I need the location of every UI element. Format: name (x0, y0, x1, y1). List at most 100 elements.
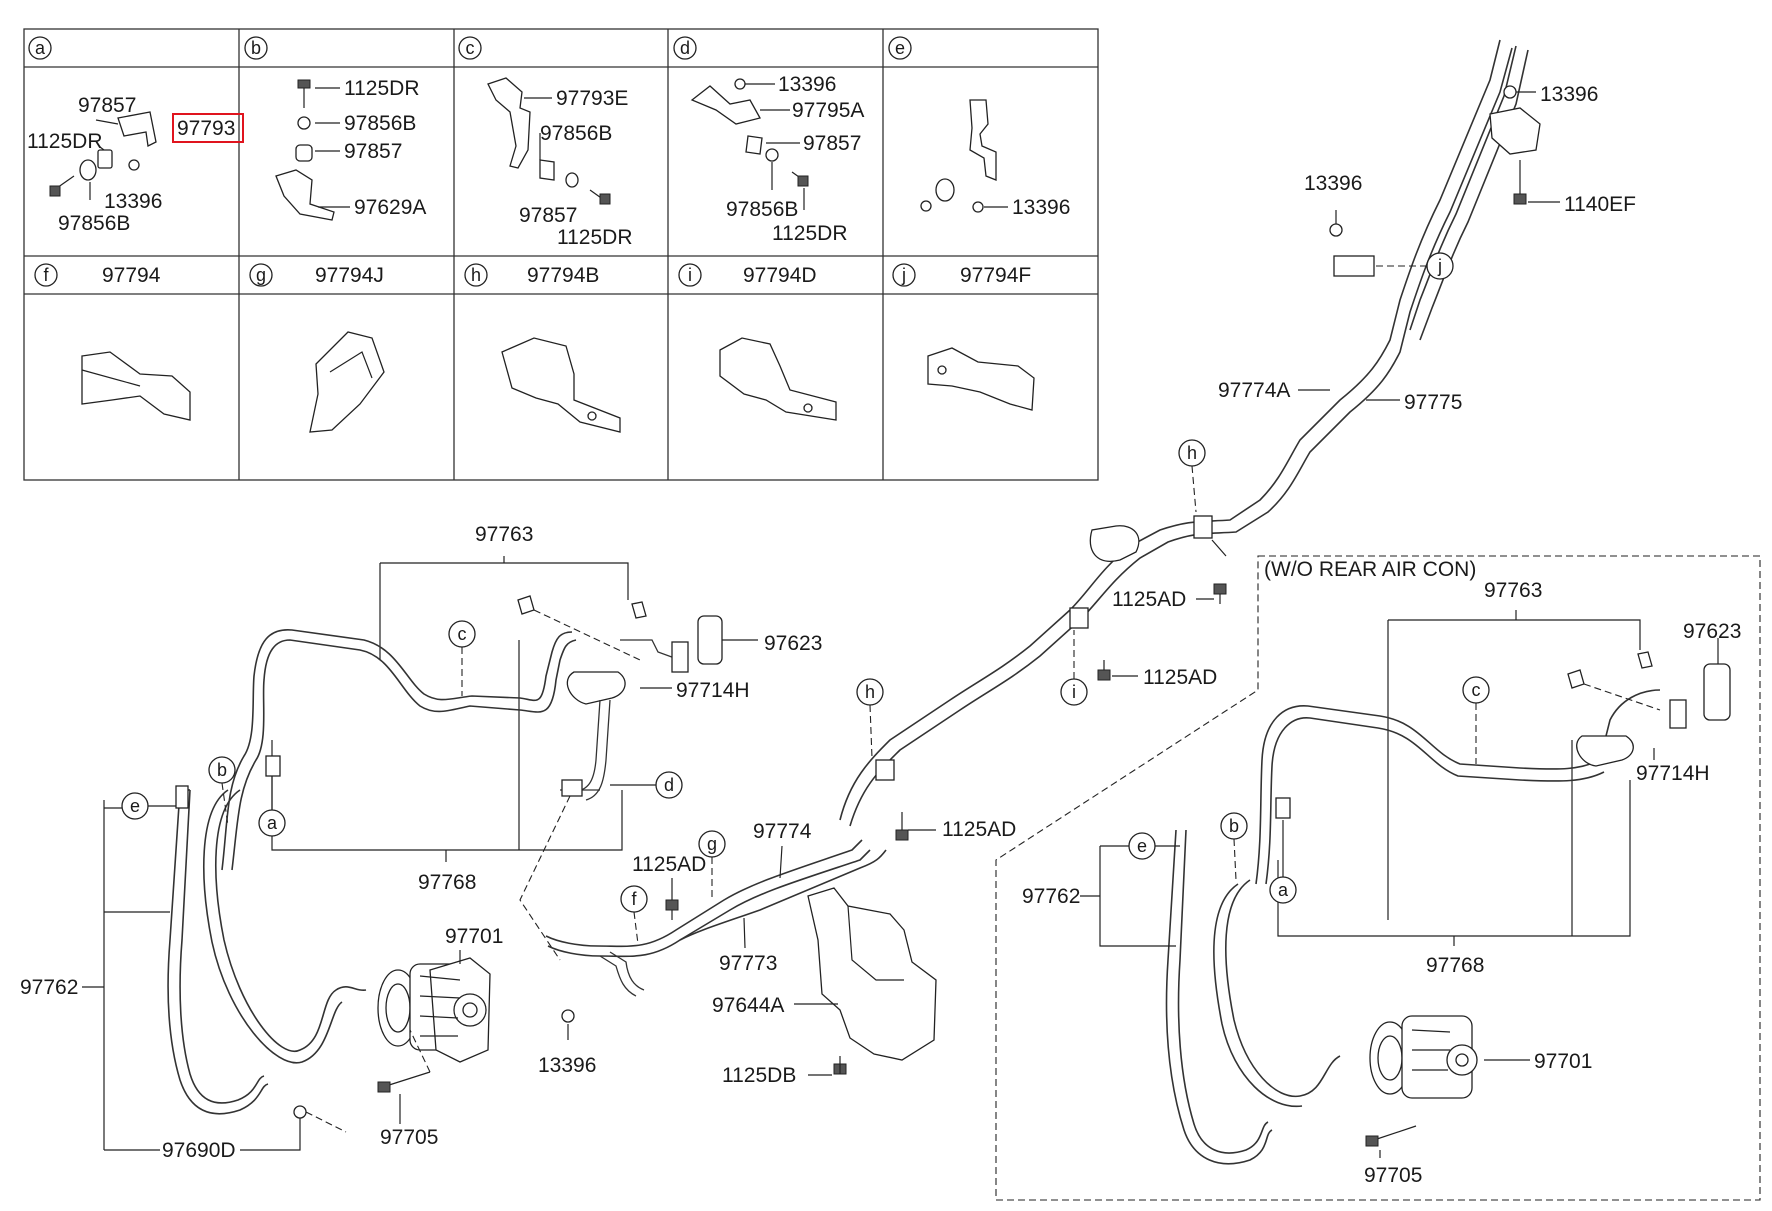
svg-text:97774A: 97774A (1218, 379, 1290, 402)
callout-c-inset: c (1462, 676, 1490, 704)
svg-text:e: e (895, 38, 905, 58)
svg-text:97857: 97857 (344, 140, 402, 163)
svg-text:g: g (256, 265, 266, 285)
svg-text:13396: 13396 (1540, 83, 1598, 106)
svg-text:97629A: 97629A (354, 196, 426, 219)
compressor-97701 (377, 957, 491, 1063)
svg-text:h: h (1187, 443, 1197, 463)
callout-j-main: j (1426, 252, 1454, 280)
callout-d-main: d (655, 771, 683, 799)
svg-text:g: g (707, 834, 717, 854)
callout-a-main: a (258, 809, 286, 837)
svg-text:97795A: 97795A (792, 99, 864, 122)
svg-text:13396: 13396 (1304, 172, 1362, 195)
grid-header-d: d (673, 36, 697, 60)
svg-text:13396: 13396 (538, 1054, 596, 1077)
svg-text:1125AD: 1125AD (1112, 588, 1186, 611)
svg-text:97701: 97701 (445, 925, 503, 948)
cell-b: 1125DR 97856B 97857 97629A (275, 77, 426, 221)
svg-text:c: c (458, 624, 467, 644)
svg-text:97714H: 97714H (676, 679, 750, 702)
svg-text:97763: 97763 (1484, 579, 1542, 602)
svg-text:97793E: 97793E (556, 87, 628, 110)
svg-text:97623: 97623 (764, 632, 822, 655)
svg-text:1125DR: 1125DR (344, 77, 420, 100)
svg-text:97775: 97775 (1404, 391, 1462, 414)
svg-text:97856B: 97856B (540, 122, 612, 145)
cell-c: 97793E 97856B 97857 1125DR (487, 77, 633, 249)
svg-text:97690D: 97690D (162, 1139, 236, 1162)
callout-e-inset: e (1128, 832, 1156, 860)
main-assembly: 97763 97768 97701 97705 (20, 39, 1636, 1162)
svg-text:97623: 97623 (1683, 620, 1741, 643)
grid-header-c: c (458, 36, 482, 60)
svg-text:e: e (1137, 836, 1147, 856)
svg-text:97856B: 97856B (726, 198, 798, 221)
highlight-97793 (172, 113, 244, 143)
svg-text:i: i (688, 265, 692, 285)
cell-i-clip (719, 337, 837, 421)
svg-text:13396: 13396 (104, 190, 162, 213)
callout-c-main: c (448, 620, 476, 648)
callout-b-inset: b (1220, 812, 1248, 840)
svg-text:f: f (631, 889, 637, 909)
svg-text:97857: 97857 (78, 94, 136, 117)
grid-header-a: a (28, 36, 52, 60)
grid-header-f: f 97794 (34, 263, 161, 287)
svg-text:f: f (43, 265, 49, 285)
callout-i-main: i (1060, 678, 1088, 706)
cell-f-clip (81, 351, 191, 421)
grid-header-j: j 97794F (892, 263, 1031, 287)
svg-text:97705: 97705 (380, 1126, 438, 1149)
svg-text:1125AD: 1125AD (1143, 666, 1217, 689)
callout-h-upper: h (1178, 439, 1206, 467)
grid-header-i: i 97794D (678, 263, 817, 287)
svg-text:(W/O REAR AIR CON): (W/O REAR AIR CON) (1264, 558, 1476, 581)
grid-header-b: b (244, 36, 268, 60)
svg-text:j: j (901, 265, 906, 285)
svg-text:b: b (1229, 816, 1239, 836)
svg-text:c: c (466, 38, 475, 58)
svg-text:97794: 97794 (102, 264, 161, 287)
grid-header-e: e (888, 36, 912, 60)
svg-text:e: e (130, 796, 140, 816)
inset-wo-rear-air-con: (W/O REAR AIR CON) 97763 97768 97623 977… (995, 555, 1761, 1201)
inset-compressor (1369, 1015, 1478, 1099)
cell-h-clip (501, 337, 621, 433)
callout-e-main: e (121, 792, 149, 820)
svg-text:97857: 97857 (803, 132, 861, 155)
svg-text:97768: 97768 (1426, 954, 1484, 977)
svg-text:1125AD: 1125AD (632, 853, 706, 876)
callout-a-inset: a (1269, 876, 1297, 904)
callout-b-main: b (208, 756, 236, 784)
cell-e: 13396 (920, 99, 1070, 219)
svg-text:a: a (35, 38, 46, 58)
svg-text:97794F: 97794F (960, 264, 1031, 287)
svg-text:1125DR: 1125DR (772, 222, 848, 245)
svg-text:97857: 97857 (519, 204, 577, 227)
svg-text:97773: 97773 (719, 952, 777, 975)
svg-text:97644A: 97644A (712, 994, 784, 1017)
svg-text:97714H: 97714H (1636, 762, 1710, 785)
cell-a: 97857 1125DR 97793 13396 97856B (27, 94, 244, 235)
svg-text:13396: 13396 (778, 73, 836, 96)
svg-text:a: a (267, 813, 278, 833)
svg-text:1125DR: 1125DR (557, 226, 633, 249)
svg-text:j: j (1437, 256, 1442, 276)
svg-text:97793: 97793 (177, 117, 235, 140)
svg-text:1125DR: 1125DR (27, 130, 103, 153)
svg-text:97794J: 97794J (315, 264, 384, 287)
svg-text:97768: 97768 (418, 871, 476, 894)
callout-f-main: f (620, 885, 648, 913)
svg-text:i: i (1072, 682, 1076, 702)
svg-text:13396: 13396 (1012, 196, 1070, 219)
svg-text:97794D: 97794D (743, 264, 817, 287)
svg-text:d: d (664, 775, 674, 795)
svg-text:97794B: 97794B (527, 264, 599, 287)
cell-d: 13396 97795A 97857 97856B 1125DR (690, 73, 864, 245)
callout-g-main: g (698, 830, 726, 858)
svg-text:97763: 97763 (475, 523, 533, 546)
